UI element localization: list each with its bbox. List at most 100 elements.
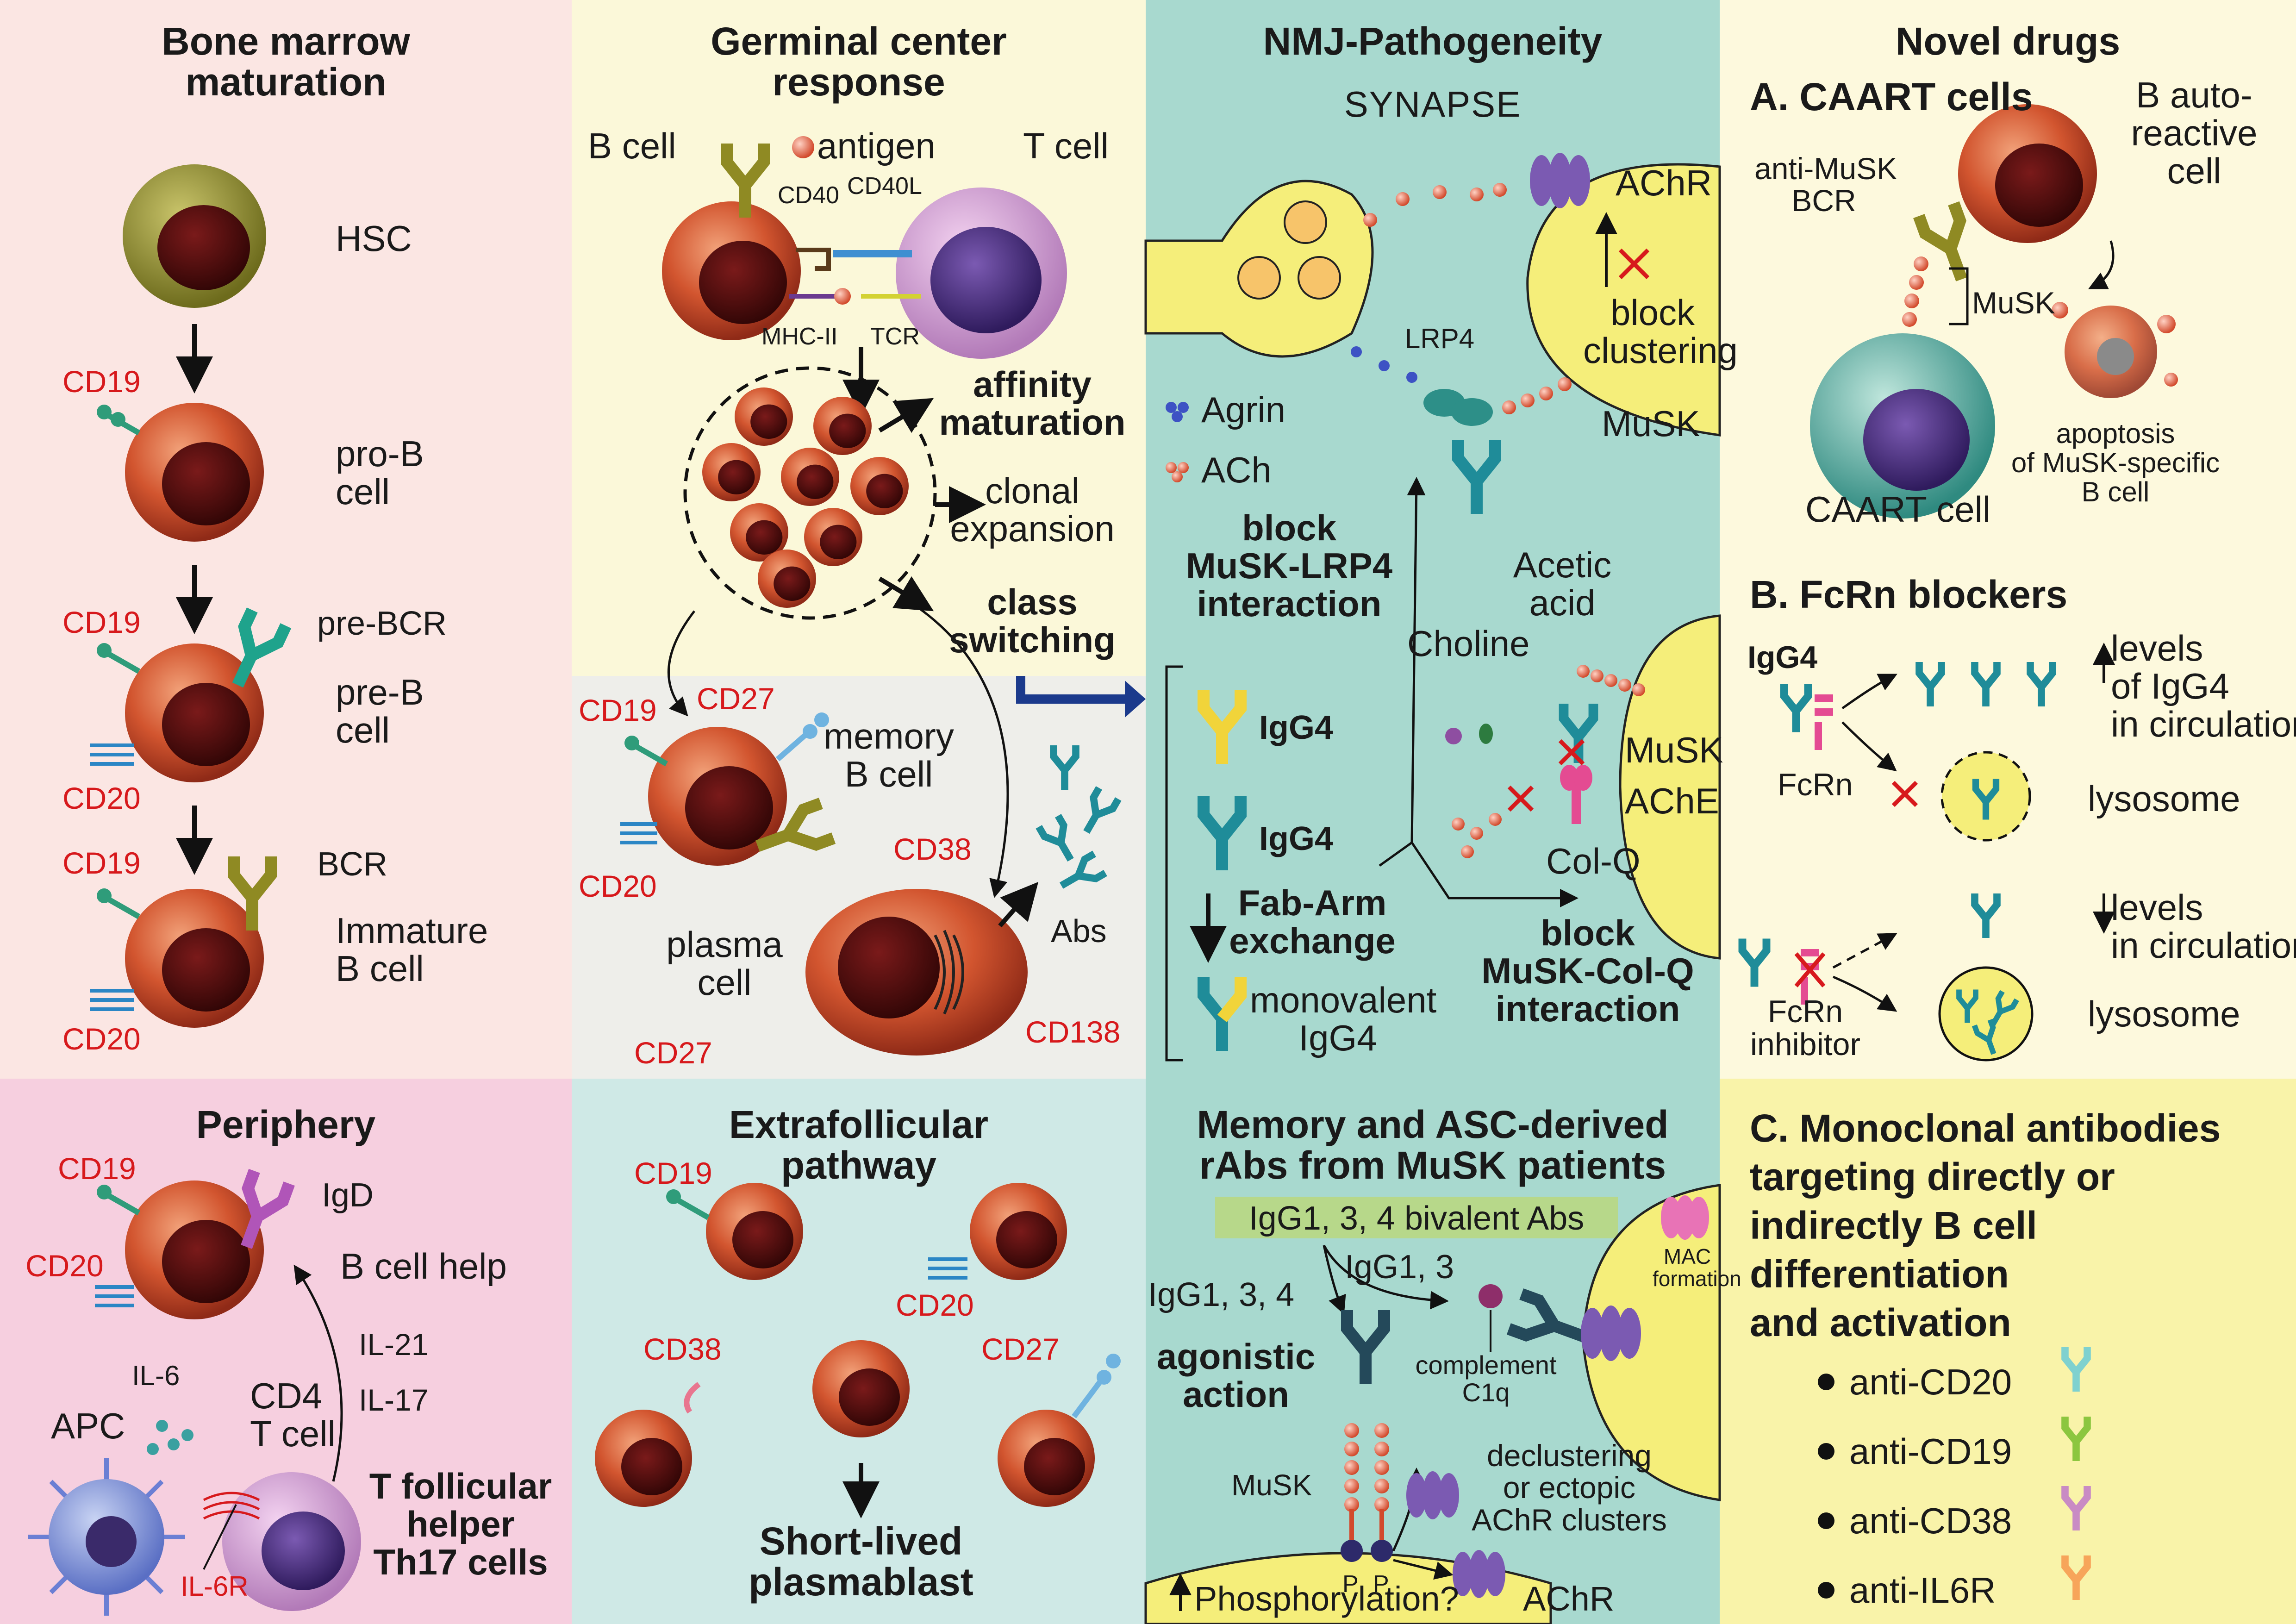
igg-inhibitor-icon <box>1742 939 1766 987</box>
antigen-ball <box>792 136 814 158</box>
bone-marrow-panel <box>0 0 572 1079</box>
vesicles <box>1237 200 1341 300</box>
hsc-label: HSC <box>336 218 412 259</box>
achr-channel <box>1530 153 1590 208</box>
abs-label: Abs <box>1051 913 1107 949</box>
periphery-b-cell <box>125 1181 264 1319</box>
lysosome-a <box>1940 751 2031 842</box>
arrow-affinity <box>878 398 934 433</box>
igg4-circulation-icons <box>1919 662 2053 706</box>
acetic-acid-icon <box>1479 724 1493 744</box>
novel-drugs-title: Novel drugs <box>1895 19 2121 63</box>
apc-label: APC <box>51 1405 125 1446</box>
c1q-icon <box>1479 1284 1503 1308</box>
nmj-title: NMJ-Pathogeneity <box>1263 19 1603 63</box>
anti-cd20-icon <box>2065 1347 2087 1392</box>
musk-label: MuSK <box>1602 403 1700 444</box>
cd20-marker <box>90 743 134 766</box>
igg-circulation-icon <box>1975 893 1997 938</box>
red-x-icon <box>1891 781 1918 807</box>
igg4-yellow-icon <box>1204 690 1241 764</box>
red-x-icon <box>1558 739 1585 766</box>
cd19-marker <box>624 736 668 767</box>
cd19-marker <box>666 1189 710 1220</box>
colq-label: Col-Q <box>1546 841 1641 881</box>
pre-bcr-label: pre-BCR <box>317 605 447 642</box>
legend-ach-icon <box>1166 462 1189 482</box>
ef-b-cell-cd20 <box>970 1183 1067 1280</box>
bracket <box>1165 665 1183 1062</box>
achr-label: AChR <box>1523 1580 1615 1618</box>
cd27-marker <box>1072 1354 1121 1418</box>
arrow-class <box>878 576 934 612</box>
gc-cluster <box>702 387 909 608</box>
red-x-icon <box>1794 952 1826 987</box>
fcrn-title: B. FcRn blockers <box>1750 573 2068 616</box>
p-label: P <box>1342 1571 1359 1598</box>
apc-cell <box>28 1458 185 1616</box>
cd20-label: CD20 <box>579 869 657 903</box>
il21-label: IL-21 <box>359 1327 429 1362</box>
anti-cd19-icon <box>2065 1417 2087 1461</box>
ach-near-colq <box>1452 813 1502 858</box>
mab-bullets <box>1818 1374 1834 1599</box>
musk-pair <box>1341 1423 1393 1562</box>
complement-igg-icon <box>1509 1294 1591 1354</box>
cd38-label: CD38 <box>893 832 972 866</box>
il6-label: IL-6 <box>132 1360 180 1391</box>
caart-title: A. CAART cells <box>1750 75 2033 119</box>
bivalent-label: IgG1, 3, 4 bivalent Abs <box>1248 1200 1585 1237</box>
il6r-label: IL-6R <box>181 1571 249 1602</box>
germinal-center-panel <box>572 0 1146 676</box>
achr-cluster <box>1581 1305 1641 1361</box>
ef-b-cell-cd38 <box>595 1410 692 1507</box>
musk-label: MuSK <box>1231 1468 1312 1502</box>
ef-b-cell-cd27 <box>998 1410 1095 1507</box>
fcrn-icon <box>1815 694 1833 750</box>
arrow-phos <box>1393 1559 1454 1580</box>
red-x-icon <box>1618 248 1650 280</box>
legend-agrin-icon <box>1166 402 1189 422</box>
arrow-igg134 <box>1323 1245 1346 1315</box>
mab-item-anti-cd38: anti-CD38 <box>1849 1500 2012 1541</box>
apoptotic-cell <box>2052 302 2178 398</box>
il6-molecules <box>147 1420 193 1455</box>
fcrn-label: FcRn <box>1778 767 1853 802</box>
cd27-label: CD27 <box>634 1036 712 1070</box>
tcr-label: TCR <box>870 323 920 350</box>
b-cell-help-label: B cell help <box>340 1246 507 1287</box>
arrow-apoptosis <box>2088 240 2115 289</box>
gc-b-cell <box>662 201 801 340</box>
arrow-b-cell-help <box>293 1264 343 1482</box>
musk-label: MuSK <box>1972 286 2055 320</box>
lysosome-label: lysosome <box>2088 993 2240 1034</box>
musk-chain <box>1902 256 1928 327</box>
ach-legend: ACh <box>1201 450 1272 490</box>
choline-icon <box>1445 728 1462 744</box>
cd20-label: CD20 <box>62 781 141 815</box>
class-switch-arrow <box>1016 676 1146 718</box>
cd27-label: CD27 <box>981 1332 1060 1366</box>
mac-complex <box>1661 1195 1709 1240</box>
cd19-marker <box>97 1185 140 1216</box>
musk-bracket <box>1949 267 1969 325</box>
